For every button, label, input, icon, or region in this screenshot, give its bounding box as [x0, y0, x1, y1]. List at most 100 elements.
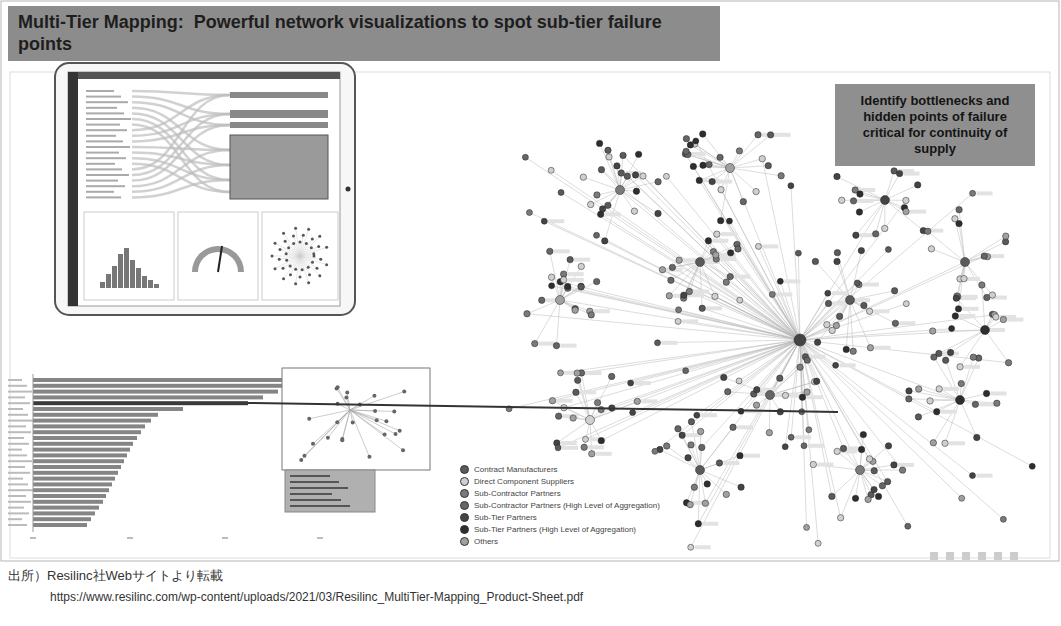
- tablet-illustration: [230, 122, 328, 128]
- network-dot: [981, 253, 987, 259]
- network-tag: [548, 219, 564, 223]
- network-dot: [668, 277, 674, 283]
- tablet-illustration: [285, 252, 288, 255]
- network-dot: [699, 305, 705, 311]
- network-tag: [734, 275, 750, 279]
- tablet-illustration: [308, 273, 311, 276]
- zoom-inset: [351, 420, 355, 424]
- zoom-inset: [290, 487, 348, 489]
- network-dot: [574, 370, 580, 376]
- bar-chart: [8, 495, 26, 497]
- tablet-illustration: [271, 255, 274, 258]
- network-link: [909, 391, 960, 400]
- bar-chart: [8, 408, 23, 410]
- tablet-illustration: [148, 280, 153, 288]
- legend-row: Others: [460, 535, 660, 547]
- network-dot: [795, 250, 801, 256]
- tablet-illustration: [55, 63, 355, 315]
- network-dot: [836, 313, 842, 319]
- network-link: [658, 340, 800, 343]
- network-link: [800, 262, 965, 340]
- network-dot: [736, 148, 742, 154]
- legend-row: Sub-Tier Partners (High Level of Aggrega…: [460, 523, 660, 535]
- network-dot: [714, 231, 720, 237]
- network-link: [800, 340, 1032, 466]
- network-tag: [706, 306, 722, 310]
- tablet-illustration: [86, 90, 131, 198]
- network-dot: [858, 247, 864, 253]
- network-link: [965, 262, 987, 298]
- network-dot: [693, 138, 699, 144]
- network-dot: [702, 500, 708, 506]
- bar-chart: [33, 395, 263, 399]
- network-dot: [696, 177, 702, 183]
- network-dot: [956, 220, 962, 226]
- zoom-inset: [344, 395, 348, 399]
- network-dot: [979, 282, 985, 288]
- tablet-illustration: [86, 90, 114, 92]
- network-link: [769, 395, 771, 433]
- network-dot: [699, 444, 705, 450]
- legend-text: Sub-Contractor Partners: [474, 489, 561, 498]
- network-dot: [983, 390, 989, 396]
- network-link: [700, 262, 800, 340]
- network-dot: [616, 186, 625, 195]
- tablet-illustration: [136, 268, 141, 288]
- legend-swatch: [460, 465, 469, 474]
- network-dot: [852, 495, 858, 501]
- bar-chart: [33, 430, 141, 434]
- network-tag: [899, 321, 915, 325]
- network-dot: [755, 132, 761, 138]
- network-dot: [879, 483, 885, 489]
- network-dot: [782, 392, 788, 398]
- network-dot: [555, 445, 561, 451]
- network-dot: [602, 238, 608, 244]
- network-dot: [925, 228, 931, 234]
- network-dot: [596, 140, 602, 146]
- zoom-inset: [367, 455, 371, 459]
- network-link: [560, 300, 591, 315]
- network-dot: [765, 162, 771, 168]
- bar-chart: [8, 472, 30, 474]
- network-tag: [605, 212, 621, 216]
- network-tag: [960, 296, 976, 300]
- network-link: [933, 400, 960, 443]
- network-dot: [875, 493, 881, 499]
- network-dot: [727, 250, 733, 256]
- network-dot: [942, 357, 948, 363]
- network-link: [561, 192, 800, 340]
- network-dot: [640, 173, 646, 179]
- network-dot: [881, 196, 890, 205]
- network-dot: [586, 416, 595, 425]
- network-dot: [961, 275, 967, 281]
- network-tag: [561, 344, 577, 348]
- tablet-illustration: [299, 241, 302, 244]
- tablet-illustration: [299, 276, 302, 279]
- network-dot: [850, 348, 856, 354]
- bar-chart: [8, 524, 27, 526]
- network-dot: [769, 291, 775, 297]
- network-dot: [696, 466, 705, 475]
- network-dot: [812, 258, 818, 264]
- network-link: [620, 190, 800, 340]
- network-tag: [959, 314, 975, 318]
- legend-swatch: [460, 489, 469, 498]
- network-dot: [1029, 463, 1035, 469]
- network-tag: [588, 445, 604, 449]
- tablet-illustration: [132, 91, 230, 197]
- network-dot: [753, 188, 759, 194]
- network-link: [590, 376, 612, 420]
- tablet-illustration: [230, 135, 328, 199]
- zoom-inset: [402, 390, 406, 394]
- tablet-illustration: [307, 266, 310, 269]
- network-link: [703, 134, 730, 168]
- tablet-illustration: [318, 235, 321, 238]
- network-link: [682, 340, 800, 435]
- zoom-inset: [290, 475, 330, 477]
- network-dot: [853, 232, 859, 238]
- network-tag: [712, 239, 728, 243]
- network-dot: [738, 484, 744, 490]
- tablet-illustration: [300, 256, 302, 270]
- network-dot: [712, 293, 718, 299]
- network-dot: [696, 258, 705, 267]
